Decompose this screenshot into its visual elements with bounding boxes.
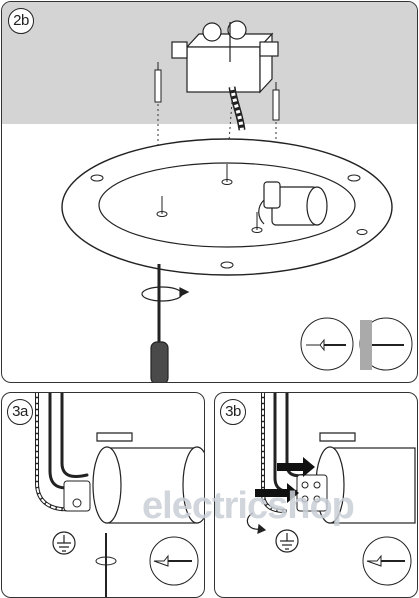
ground-symbol-icon: [275, 529, 299, 553]
panel-step-3a: 3a: [1, 392, 205, 598]
screwdriver-icon: [95, 533, 117, 597]
wiring-diagram-3b: [246, 393, 416, 586]
screwdriver-icon: [150, 264, 169, 382]
terminal-block: [63, 480, 91, 512]
ground-symbol-icon: [52, 531, 76, 555]
panel-step-3b: 3b: [214, 392, 418, 598]
insert-arrow-icon: [255, 457, 315, 503]
screw-inset: [300, 317, 354, 371]
screw-inset: [149, 536, 199, 586]
power-cable: [228, 86, 246, 131]
lamp-holder: [92, 432, 204, 524]
step-label-2b: 2b: [8, 8, 34, 34]
screw-inset: [362, 536, 412, 586]
step-label-3b: 3b: [220, 399, 246, 425]
lamp-holder: [315, 432, 416, 524]
mounting-plate-inner: [98, 162, 356, 248]
watermark-logo: electricshop: [142, 485, 355, 527]
panel-step-2b: 2b: [1, 1, 418, 383]
rotation-arrow-icon: [141, 286, 190, 302]
screw-icon: [156, 164, 263, 233]
rotation-arrow-icon: [246, 512, 267, 534]
plate-holes: [90, 174, 368, 269]
wiring-diagram-3a: [35, 393, 204, 597]
wall-plug-inset: [359, 317, 413, 371]
step-label-3a: 3a: [7, 399, 33, 425]
lamp-holder: [258, 181, 328, 226]
terminal-block: [296, 474, 328, 512]
junction-box-icon: [171, 20, 279, 94]
ceiling-mount-diagram: [2, 2, 417, 382]
wall-plug-icon: [154, 62, 280, 121]
